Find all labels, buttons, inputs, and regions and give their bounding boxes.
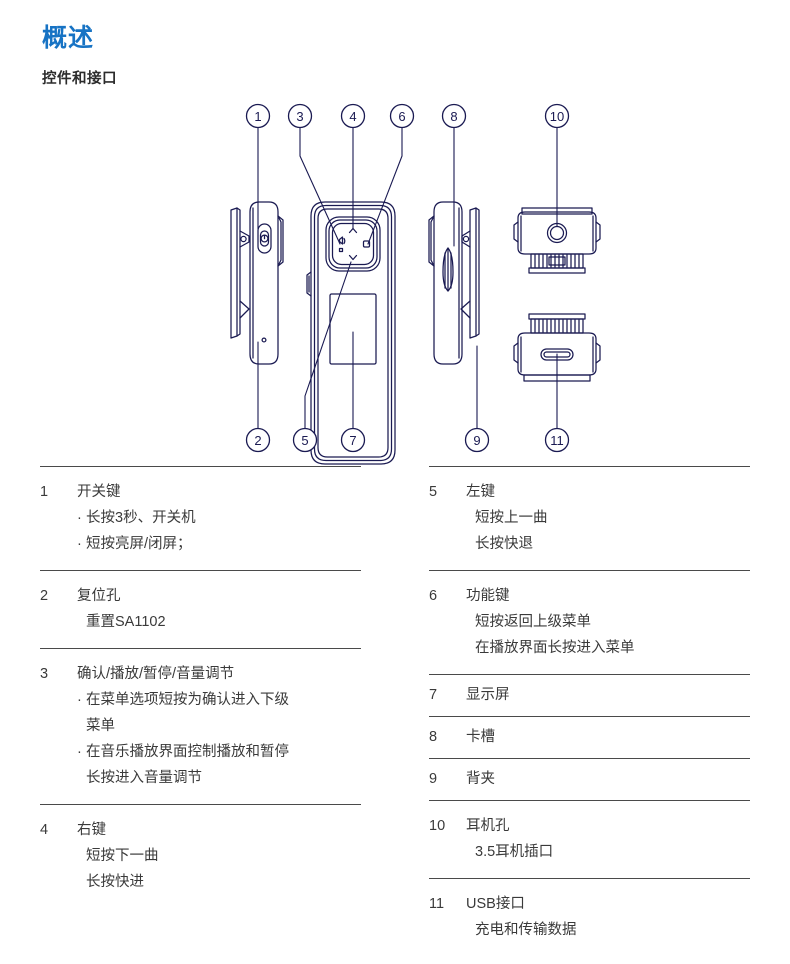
legend-row-1: 1 开关键 长按3秒、开关机 短按亮屏/闭屏；: [40, 466, 361, 570]
legend-row-9: 9 背夹: [429, 758, 750, 800]
legend-row-5-line-2: 长按快退: [475, 536, 533, 552]
device-side-view-right: [428, 201, 480, 365]
legend-row-4-line-1: 短按下一曲: [86, 848, 159, 864]
legend-row-8-title: 卡槽: [466, 729, 495, 745]
page-title: 概述: [42, 24, 95, 52]
legend-row-3: 3 确认/播放/暂停/音量调节 在菜单选项短按为确认进入下级 菜单 在音乐播放界…: [40, 648, 361, 804]
legend-row-3-line-3: 在音乐播放界面控制播放和暂停: [77, 739, 361, 765]
legend-row-5: 5 左键 短按上一曲 长按快退: [429, 466, 750, 570]
legend-row-5-line-1: 短按上一曲: [475, 510, 548, 526]
callout-11-usb-port: 11: [544, 427, 570, 453]
callout-10-label: 10: [550, 109, 564, 124]
device-diagram-svg: 1 3 4 6 8: [230, 103, 601, 465]
legend-row-6-title: 功能键: [466, 588, 510, 604]
legend-row-4-title: 右键: [77, 822, 106, 838]
legend-row-6-line-2: 在播放界面长按进入菜单: [475, 640, 635, 656]
callout-leader-lines: [257, 127, 558, 429]
legend-row-10-title: 耳机孔: [466, 818, 510, 834]
device-bottom-view: [513, 313, 601, 382]
callout-8-card-slot: 8: [441, 103, 467, 129]
legend-row-9-title: 背夹: [466, 771, 495, 787]
callout-5-left-key: 5: [292, 427, 318, 453]
legend-row-10: 10 耳机孔 3.5耳机插口: [429, 800, 750, 878]
legend-row-8-number: 8: [429, 729, 438, 745]
callout-1-label: 1: [254, 109, 261, 124]
callout-9-label: 9: [473, 433, 480, 448]
legend-row-1-number: 1: [40, 484, 49, 500]
legend-column-left: 1 开关键 长按3秒、开关机 短按亮屏/闭屏； 2 复位孔 重置SA1102 3…: [40, 466, 361, 956]
device-diagram: 1 3 4 6 8: [0, 96, 790, 466]
callout-5-label: 5: [301, 433, 308, 448]
callout-2-reset-hole: 2: [245, 427, 271, 453]
legend-row-10-line-1: 3.5耳机插口: [475, 844, 554, 860]
legend-row-4: 4 右键 短按下一曲 长按快进: [40, 804, 361, 908]
leader-6: [367, 127, 403, 245]
legend-row-2-number: 2: [40, 588, 49, 604]
legend-row-2: 2 复位孔 重置SA1102: [40, 570, 361, 648]
legend-row-4-line-2: 长按快进: [86, 874, 144, 890]
legend-row-1-line-2: 短按亮屏/闭屏；: [77, 531, 361, 557]
legend-row-1-line-1: 长按3秒、开关机: [77, 505, 361, 531]
legend-row-11-number: 11: [429, 896, 445, 912]
legend-row-7-title: 显示屏: [466, 687, 510, 703]
callout-6-function-key: 6: [389, 103, 415, 129]
callout-markers: 1 3 4 6 8: [245, 103, 570, 453]
legend-row-3-title: 确认/播放/暂停/音量调节: [77, 666, 235, 682]
callout-2-label: 2: [254, 433, 261, 448]
legend-row-3-line-2: 菜单: [86, 718, 115, 734]
legend-column-right: 5 左键 短按上一曲 长按快退 6 功能键 短按返回上级菜单 在播放界面长按进入…: [429, 466, 750, 956]
callout-4-right-key: 4: [340, 103, 366, 129]
callout-9-back-clip: 9: [464, 427, 490, 453]
leader-3: [299, 127, 341, 245]
legend-row-3-line-1: 在菜单选项短按为确认进入下级: [77, 687, 361, 713]
callout-10-headphone-jack: 10: [544, 103, 570, 129]
legend-row-2-line-1: 重置SA1102: [86, 614, 166, 630]
callout-8-label: 8: [450, 109, 457, 124]
legend-row-11: 11 USB接口 充电和传输数据: [429, 878, 750, 956]
legend-row-6-number: 6: [429, 588, 438, 604]
legend-row-5-title: 左键: [466, 484, 495, 500]
callout-11-label: 11: [550, 433, 564, 448]
page-subtitle: 控件和接口: [42, 71, 117, 87]
callout-6-label: 6: [398, 109, 405, 124]
callout-3-label: 3: [296, 109, 303, 124]
callout-4-label: 4: [349, 109, 356, 124]
legend-row-10-number: 10: [429, 818, 446, 834]
callout-3-confirm-key: 3: [287, 103, 313, 129]
heading-block: 概述 控件和接口: [42, 22, 742, 89]
device-top-view: [513, 207, 601, 274]
legend-row-3-line-4: 长按进入音量调节: [86, 770, 202, 786]
legend-row-1-title: 开关键: [77, 484, 121, 500]
callout-7-display: 7: [340, 427, 366, 453]
legend-table: 1 开关键 长按3秒、开关机 短按亮屏/闭屏； 2 复位孔 重置SA1102 3…: [0, 466, 790, 956]
legend-row-6-line-1: 短按返回上级菜单: [475, 614, 591, 630]
legend-row-7: 7 显示屏: [429, 674, 750, 716]
leader-5: [304, 261, 352, 429]
device-front-view: [306, 201, 396, 465]
legend-row-9-number: 9: [429, 771, 438, 787]
legend-row-7-number: 7: [429, 687, 438, 703]
legend-row-3-number: 3: [40, 666, 49, 682]
legend-row-11-line-1: 充电和传输数据: [475, 922, 577, 938]
legend-row-8: 8 卡槽: [429, 716, 750, 758]
legend-row-4-number: 4: [40, 822, 49, 838]
legend-row-11-title: USB接口: [466, 896, 525, 912]
legend-row-5-number: 5: [429, 484, 438, 500]
device-side-view-left: [230, 201, 284, 365]
callout-1-power-button: 1: [245, 103, 271, 129]
callout-7-label: 7: [349, 433, 356, 448]
legend-row-2-title: 复位孔: [77, 588, 121, 604]
legend-row-6: 6 功能键 短按返回上级菜单 在播放界面长按进入菜单: [429, 570, 750, 674]
